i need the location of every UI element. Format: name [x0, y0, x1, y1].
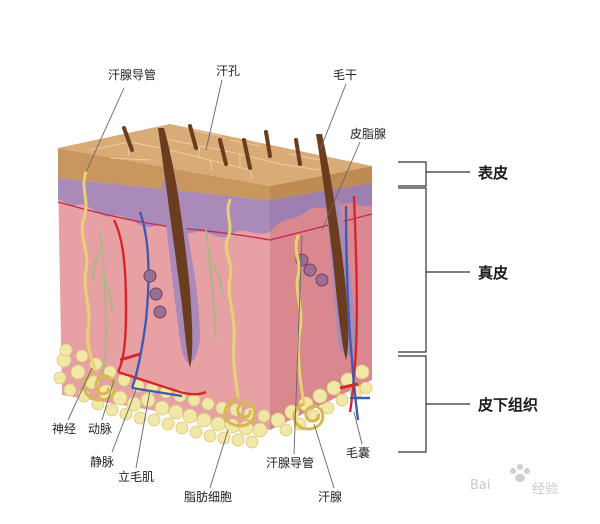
layer-label-dermis: 真皮 [478, 264, 509, 282]
label-artery: 动脉 [88, 422, 113, 436]
layer-label-epidermis: 表皮 [478, 164, 509, 182]
watermark-paw-icon [510, 464, 530, 482]
hair-main-right [316, 134, 349, 360]
vein-vessels [130, 205, 370, 421]
label-sebaceous-gland: 皮脂腺 [350, 127, 387, 141]
epidermis-top [58, 124, 372, 186]
pointer-lines [67, 79, 363, 489]
hair-main-left [158, 128, 193, 368]
label-sweat-duct-top: 汗腺导管 [108, 68, 157, 82]
watermark-brand: Bai [470, 478, 491, 493]
label-hair-shaft: 毛干 [333, 68, 358, 82]
layer-label-hypodermis: 皮下组织 [478, 396, 539, 414]
layer-brackets [398, 161, 470, 453]
artery-vessels [112, 195, 359, 413]
sebaceous-glands [143, 253, 329, 319]
nerve-fibers [92, 229, 223, 381]
papillary-layer-front [58, 178, 270, 238]
label-pore: 汗孔 [216, 64, 241, 78]
label-nerve: 神经 [52, 422, 77, 436]
dermal-red-line [57, 201, 373, 241]
hair-shafts [122, 124, 302, 170]
epidermis-front [58, 148, 270, 200]
label-sweat-duct-bottom: 汗腺导管 [266, 456, 315, 470]
epidermis-side [270, 166, 372, 200]
capillary-marks [119, 352, 359, 390]
label-vein: 静脉 [90, 455, 115, 469]
label-sweat-gland: 汗腺 [318, 490, 343, 504]
papillary-layer-side [270, 183, 372, 232]
label-hair-follicle: 毛囊 [346, 446, 371, 460]
watermark-suffix: 经验 [532, 482, 559, 497]
label-arrector-pili: 立毛肌 [118, 470, 155, 484]
label-fat-cells: 脂肪细胞 [184, 490, 233, 504]
